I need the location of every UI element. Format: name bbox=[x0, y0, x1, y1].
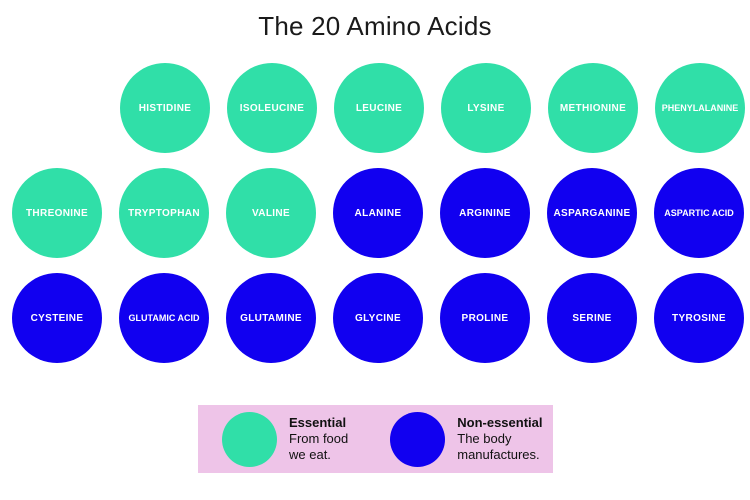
amino-acid-circle-histidine[interactable]: HISTIDINE bbox=[120, 63, 210, 153]
amino-acid-circle-lysine[interactable]: LYSINE bbox=[441, 63, 531, 153]
amino-acid-label: LEUCINE bbox=[355, 102, 403, 114]
amino-acid-circle-tryptophan[interactable]: TRYPTOPHAN bbox=[119, 168, 209, 258]
amino-acid-label: PROLINE bbox=[461, 312, 509, 324]
legend-swatch-essential-icon bbox=[222, 411, 277, 467]
amino-acid-row: CYSTEINE GLUTAMIC ACID GLUTAMINE GLYCINE PRO… bbox=[0, 273, 750, 363]
amino-acid-label: TRYPTOPHAN bbox=[128, 207, 200, 219]
amino-acid-circle-phenylalanine[interactable]: PHENYLALANINE bbox=[655, 63, 745, 153]
amino-acid-circle-alanine[interactable]: ALANINE bbox=[333, 168, 423, 258]
amino-acid-label: GLUTAMINE bbox=[240, 312, 302, 324]
legend-swatch-non-essential-icon bbox=[390, 411, 446, 467]
amino-acid-circle-arginine[interactable]: ARGININE bbox=[440, 168, 530, 258]
amino-acid-label: GLYCINE bbox=[355, 312, 401, 324]
amino-acid-label: PHENYLALANINE bbox=[661, 102, 739, 113]
amino-acid-label: ASPARGANINE bbox=[553, 207, 631, 219]
amino-acid-circle-tyrosine[interactable]: TYROSINE bbox=[654, 273, 744, 363]
amino-acid-label: THREONINE bbox=[25, 207, 89, 219]
amino-acid-label: LYSINE bbox=[467, 102, 505, 114]
amino-acid-circle-leucine[interactable]: LEUCINE bbox=[334, 63, 424, 153]
amino-acid-label: HISTIDINE bbox=[138, 102, 192, 114]
amino-acid-circle-isoleucine[interactable]: ISOLEUCINE bbox=[227, 63, 317, 153]
amino-acid-label: ISOLEUCINE bbox=[239, 102, 305, 114]
amino-acid-circle-proline[interactable]: PROLINE bbox=[440, 273, 530, 363]
page-title: The 20 Amino Acids bbox=[258, 11, 492, 41]
amino-acid-label: SERINE bbox=[572, 312, 612, 324]
amino-acid-label: ARGININE bbox=[459, 207, 511, 219]
amino-acid-circle-aspartic-acid[interactable]: ASPARTIC ACID bbox=[654, 168, 744, 258]
amino-acid-circle-asparganine[interactable]: ASPARGANINE bbox=[547, 168, 637, 258]
legend-heading: Essential bbox=[289, 415, 347, 430]
amino-acid-label: CYSTEINE bbox=[30, 312, 84, 324]
amino-acid-circle-serine[interactable]: SERINE bbox=[547, 273, 637, 363]
amino-acid-circle-cysteine[interactable]: CYSTEINE bbox=[12, 273, 102, 363]
amino-acid-circle-glycine[interactable]: GLYCINE bbox=[333, 273, 423, 363]
amino-acid-circle-glutamic-acid[interactable]: GLUTAMIC ACID bbox=[119, 273, 209, 363]
amino-acid-circle-threonine[interactable]: THREONINE bbox=[12, 168, 102, 258]
amino-acid-label: ALANINE bbox=[354, 207, 402, 219]
amino-acid-row: THREONINE TRYPTOPHAN VALINE ALANINE ARGININE… bbox=[0, 168, 750, 258]
amino-acid-circle-methionine[interactable]: METHIONINE bbox=[548, 63, 638, 153]
amino-acid-label: ASPARTIC ACID bbox=[664, 207, 734, 218]
amino-acid-label: VALINE bbox=[251, 207, 291, 219]
amino-acid-circle-glutamine[interactable]: GLUTAMINE bbox=[226, 273, 316, 363]
legend-heading: Non-essential bbox=[457, 415, 543, 430]
amino-acid-row: HISTIDINE ISOLEUCINE LEUCINE LYSINE METHIONI… bbox=[0, 63, 750, 153]
amino-acid-label: METHIONINE bbox=[559, 102, 627, 114]
amino-acid-label: TYROSINE bbox=[672, 312, 726, 324]
amino-acid-grid: HISTIDINE ISOLEUCINE LEUCINE LYSINE METHIONI… bbox=[0, 63, 750, 378]
amino-acid-circle-valine[interactable]: VALINE bbox=[226, 168, 316, 258]
amino-acid-label: GLUTAMIC ACID bbox=[128, 312, 200, 323]
